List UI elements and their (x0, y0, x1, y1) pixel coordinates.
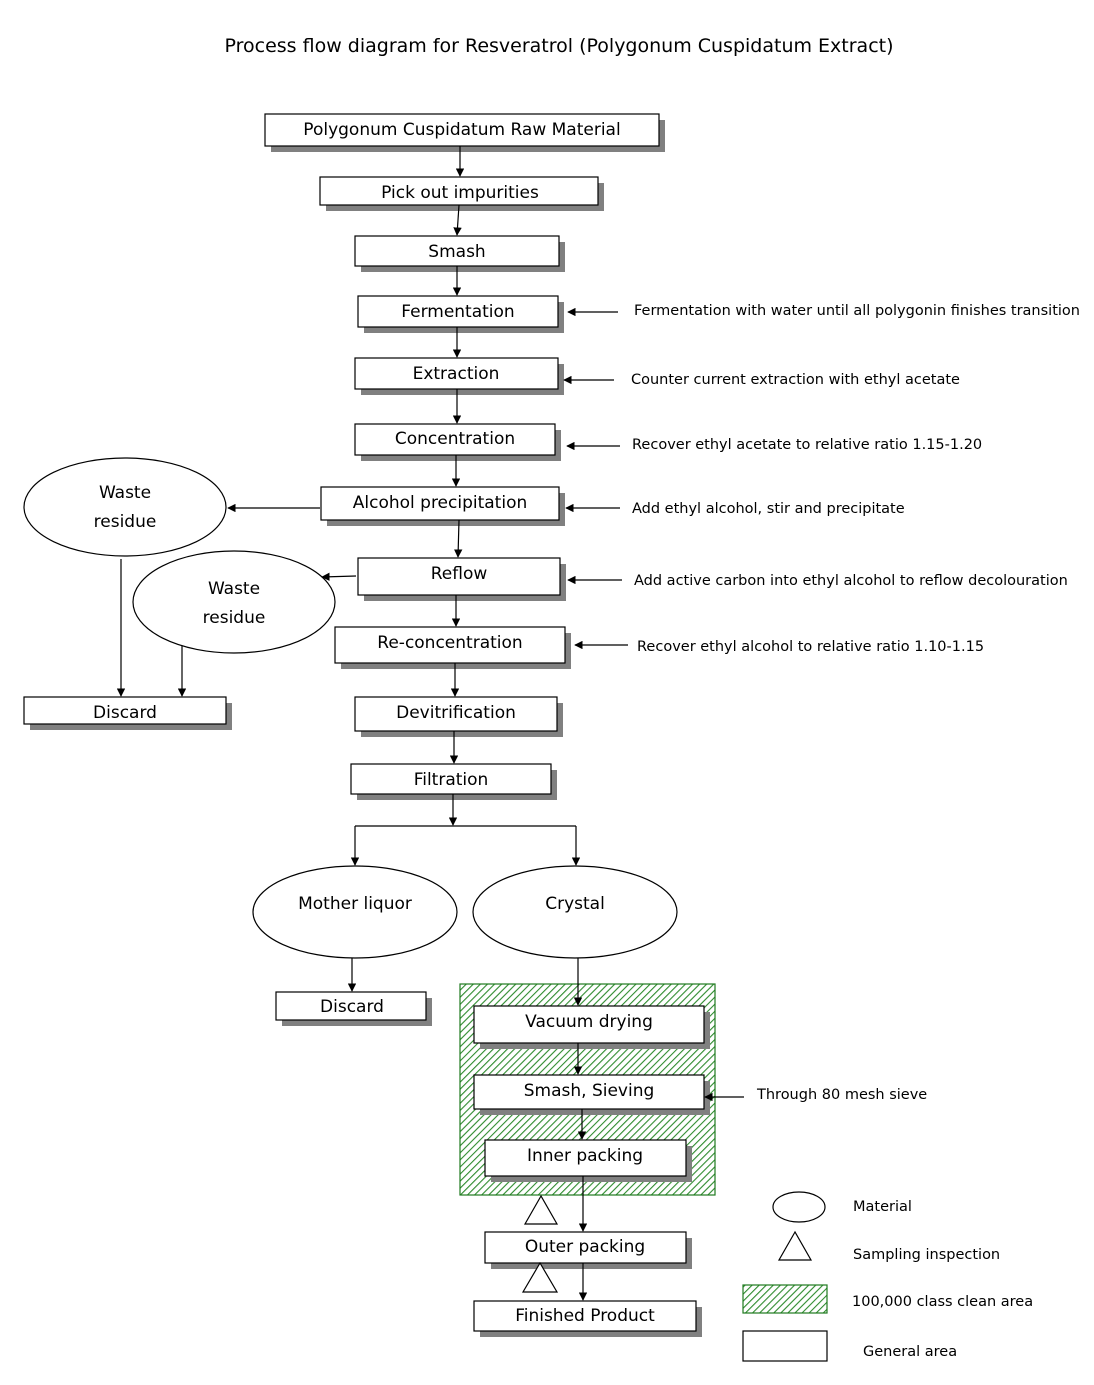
material-waste-residue-2: Waste residue (132, 550, 336, 654)
flow-arrows (116, 146, 744, 1301)
note-re-concentration: Recover ethyl alcohol to relative ratio … (637, 639, 984, 655)
step-reflow: Reflow (357, 557, 566, 601)
step-concentration: Concentration (354, 423, 561, 461)
note-concentration: Recover ethyl acetate to relative ratio … (632, 437, 982, 453)
waste-residue-1-line2: residue (94, 512, 157, 532)
sampling-triangle-2 (521, 1261, 559, 1293)
step-alcohol-precipitation-label: Alcohol precipitation (353, 493, 528, 513)
legend-sampling-label: Sampling inspection (853, 1247, 1000, 1263)
step-pick-out-label: Pick out impurities (381, 183, 539, 203)
step-outer-packing-label: Outer packing (525, 1237, 645, 1257)
step-inner-packing: Inner packing (484, 1139, 692, 1182)
note-fermentation: Fermentation with water until all polygo… (634, 303, 1080, 319)
mother-liquor-label: Mother liquor (298, 894, 412, 914)
step-outer-packing: Outer packing (484, 1231, 692, 1269)
step-discard-mother: Discard (275, 991, 432, 1026)
step-vacuum-drying: Vacuum drying (473, 1005, 710, 1049)
step-finished-product: Finished Product (473, 1300, 702, 1337)
note-reflow: Add active carbon into ethyl alcohol to … (634, 573, 1068, 589)
step-discard-left-label: Discard (93, 703, 157, 723)
diagram-title: Process flow diagram for Resveratrol (Po… (224, 35, 893, 57)
sampling-triangle-1 (523, 1194, 559, 1225)
legend-clean-area-label: 100,000 class clean area (852, 1294, 1033, 1310)
waste-residue-2-line2: residue (203, 608, 266, 628)
note-extraction: Counter current extraction with ethyl ac… (631, 372, 960, 388)
note-alcohol-precipitation: Add ethyl alcohol, stir and precipitate (632, 501, 905, 517)
step-re-concentration-label: Re-concentration (377, 633, 522, 653)
step-extraction-label: Extraction (413, 364, 500, 384)
step-finished-product-label: Finished Product (515, 1306, 655, 1326)
step-smash-sieving-label: Smash, Sieving (524, 1081, 655, 1101)
step-discard-mother-label: Discard (320, 997, 384, 1017)
step-inner-packing-label: Inner packing (527, 1146, 643, 1166)
legend-material-label: Material (853, 1199, 912, 1215)
step-smash: Smash (354, 235, 565, 272)
step-filtration: Filtration (350, 763, 557, 800)
legend-clean-area-icon (742, 1284, 828, 1314)
legend-general-area-icon (742, 1330, 828, 1362)
legend-sampling-icon (777, 1230, 813, 1261)
step-re-concentration: Re-concentration (334, 626, 571, 669)
step-devitrification: Devitrification (354, 696, 563, 737)
step-alcohol-precipitation: Alcohol precipitation (320, 486, 565, 526)
step-fermentation-label: Fermentation (401, 302, 514, 322)
step-pick-out-impurities: Pick out impurities (319, 176, 604, 211)
step-fermentation: Fermentation (357, 295, 564, 333)
legend-general-area-label: General area (863, 1344, 957, 1360)
step-raw-material: Polygonum Cuspidatum Raw Material (264, 113, 665, 152)
step-smash-sieving: Smash, Sieving (473, 1074, 710, 1115)
step-smash-label: Smash (428, 242, 485, 262)
step-devitrification-label: Devitrification (396, 703, 516, 723)
waste-residue-1-line1: Waste (99, 483, 151, 503)
step-filtration-label: Filtration (414, 770, 489, 790)
step-raw-material-label: Polygonum Cuspidatum Raw Material (303, 120, 620, 140)
legend: Material Sampling inspection 100,000 cla… (742, 1191, 1033, 1362)
waste-residue-2-line1: Waste (208, 579, 260, 599)
material-crystal: Crystal (472, 865, 678, 959)
note-smash-sieving: Through 80 mesh sieve (756, 1087, 927, 1103)
legend-material-icon (772, 1191, 826, 1223)
crystal-label: Crystal (545, 894, 605, 914)
material-mother-liquor: Mother liquor (252, 865, 458, 959)
step-extraction: Extraction (354, 357, 564, 395)
step-concentration-label: Concentration (395, 429, 515, 449)
step-reflow-label: Reflow (431, 564, 488, 584)
step-discard-left: Discard (23, 696, 232, 730)
step-vacuum-drying-label: Vacuum drying (525, 1012, 653, 1032)
material-waste-residue-1: Waste residue (23, 457, 227, 557)
